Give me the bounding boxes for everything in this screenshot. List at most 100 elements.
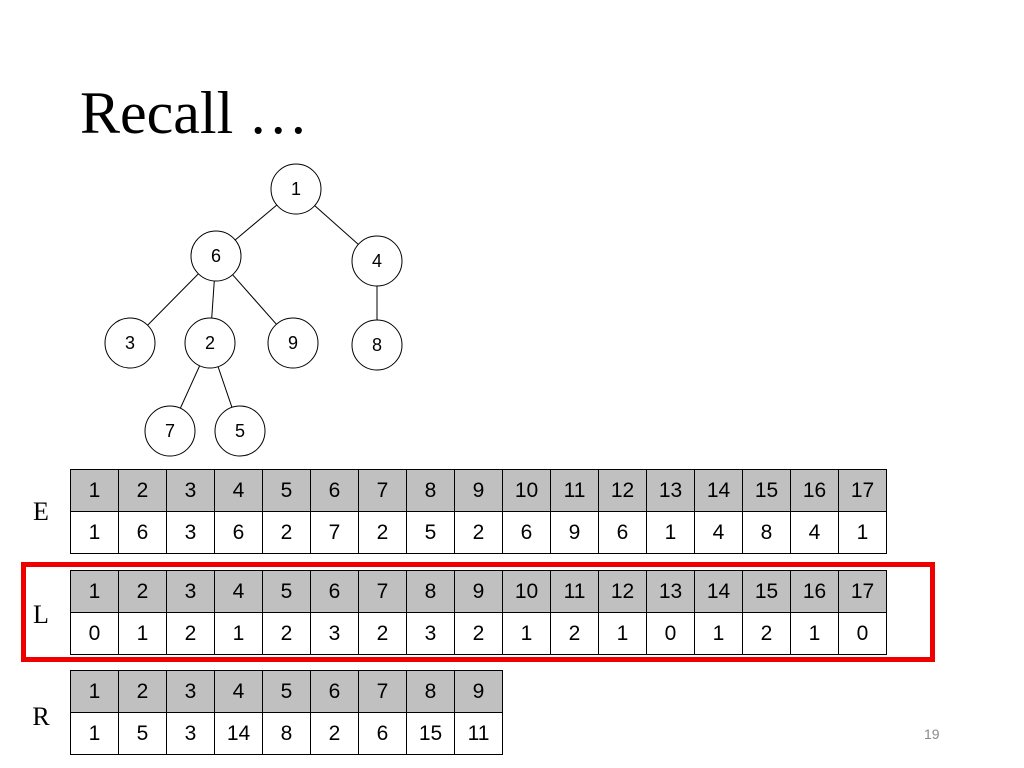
tree-edge-1-4 [314,205,359,245]
array-label-e: E [33,497,49,526]
array-e-index-cell: 6 [310,469,359,512]
tree-node-label: 1 [291,179,301,199]
tree-node-label: 7 [165,421,175,441]
array-l-index-cell: 8 [406,570,455,613]
tree-node-label: 5 [235,421,245,441]
array-e-index-cell: 8 [406,469,455,512]
tree-node-circle [270,163,322,215]
slide-title: Recall … [80,80,309,146]
array-r-index-cell: 7 [358,670,407,713]
tree-node-circle [214,405,266,457]
array-r-value-cell: 5 [118,712,167,755]
tree-node-label: 4 [372,251,382,271]
array-r-index-cell: 9 [454,670,503,713]
tree-edge-6-3 [147,273,199,326]
array-r-value-cell: 11 [454,712,503,755]
array-r-value-cell: 6 [358,712,407,755]
array-e-index-cell: 11 [550,469,599,512]
array-e-index-cell: 15 [742,469,791,512]
l-array-highlight-box [21,562,935,662]
array-label-r: R [32,702,50,731]
array-e-index-cell: 4 [214,469,263,512]
tree-node-circle [190,230,242,282]
tree-node-label: 2 [205,333,215,353]
array-l-value-cell: 0 [838,612,887,655]
array-l-value-cell: 1 [118,612,167,655]
array-l-value-cell: 1 [598,612,647,655]
array-l-index-cell: 11 [550,570,599,613]
array-l-value-cell: 0 [646,612,695,655]
tree-node-label: 9 [288,333,298,353]
array-r-index-cell: 8 [406,670,455,713]
array-e-index-cell: 9 [454,469,503,512]
array-l-value-cell: 2 [166,612,215,655]
array-e-value-cell: 2 [358,511,407,554]
array-l-index-cell: 15 [742,570,791,613]
array-l-index-cell: 6 [310,570,359,613]
array-e-index-cell: 16 [790,469,839,512]
array-l-value-cell: 3 [310,612,359,655]
tree-edge-6-9 [232,274,277,325]
array-e-value-cell: 2 [454,511,503,554]
array-l-value-cell: 1 [214,612,263,655]
array-e-index-cell: 5 [262,469,311,512]
array-e-value-cell: 1 [646,511,695,554]
array-r-index-cell: 1 [70,670,119,713]
tree-node-4: 4 [351,235,403,287]
tree-edge-2-7 [179,365,201,409]
tree-node-2: 2 [184,317,236,369]
array-l-value-cell: 0 [70,612,119,655]
array-l-value-cell: 2 [454,612,503,655]
array-l-value-cell: 1 [694,612,743,655]
tree-node-9: 9 [267,317,319,369]
array-r-value-cell: 15 [406,712,455,755]
array-e-value-cell: 6 [502,511,551,554]
array-e-value-cell: 9 [550,511,599,554]
array-l-index-cell: 4 [214,570,263,613]
tree-node-5: 5 [214,405,266,457]
array-l-value-cell: 2 [742,612,791,655]
tree-node-6: 6 [190,230,242,282]
array-e-index-cell: 13 [646,469,695,512]
array-l-index-cell: 14 [694,570,743,613]
array-l-index-cell: 17 [838,570,887,613]
tree-edge-1-6 [234,204,278,241]
tree-node-label: 8 [372,335,382,355]
tree-nodes: 1 6 4 3 2 9 8 7 5 [104,163,403,457]
array-l-index-cell: 10 [502,570,551,613]
tree-node-circle [104,317,156,369]
array-r-index-cell: 6 [310,670,359,713]
array-e-value-cell: 2 [262,511,311,554]
tree-node-circle [144,405,196,457]
array-l-index-cell: 5 [262,570,311,613]
tree-node-label: 3 [125,333,135,353]
array-l-index-cell: 2 [118,570,167,613]
tree-node-8: 8 [351,319,403,371]
array-l-value-cell: 2 [550,612,599,655]
tree-node-3: 3 [104,317,156,369]
array-r-value-cell: 14 [214,712,263,755]
tree-node-circle [267,317,319,369]
tree-diagram: 1 6 4 3 2 9 8 7 5 [104,163,403,457]
tree-node-circle [184,317,236,369]
tree-edge-2-5 [217,366,233,408]
tree-node-circle [351,319,403,371]
array-e-index-cell: 17 [838,469,887,512]
array-e-value-cell: 7 [310,511,359,554]
tree-node-7: 7 [144,405,196,457]
array-l-value-cell: 1 [502,612,551,655]
array-l-index-cell: 3 [166,570,215,613]
array-r-value-cell: 1 [70,712,119,755]
page-number: 19 [924,726,940,742]
array-e-value-cell: 4 [790,511,839,554]
array-e-value-cell: 1 [838,511,887,554]
tree-node-1: 1 [270,163,322,215]
array-r-index-cell: 2 [118,670,167,713]
